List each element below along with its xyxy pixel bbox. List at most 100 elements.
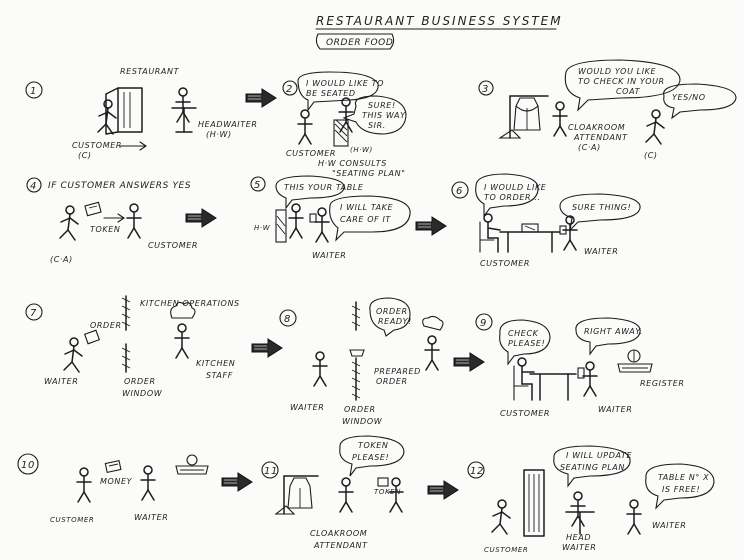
svg-text:THIS YOUR TABLE: THIS YOUR TABLE — [284, 183, 364, 192]
label-attendant-3: ATTENDANT — [573, 133, 628, 142]
step-number-11: 11 — [264, 466, 278, 477]
seated-customer-6 — [479, 213, 501, 253]
restaurant-door-12 — [523, 469, 545, 537]
label-ca-3: (C·A) — [578, 143, 601, 152]
panel-10: 10 MONEY CUSTOMER WAITER — [17, 453, 253, 524]
svg-text:PLEASE!: PLEASE! — [508, 339, 545, 348]
token-card — [84, 201, 102, 217]
label-cloakroom-3: CLOAKROOM — [568, 123, 625, 132]
speech-bubble-3b: YES/NO — [663, 83, 737, 120]
label-headwaiter: HEADWAITER — [198, 120, 258, 129]
step-number-10: 10 — [21, 460, 35, 471]
heading-step-4: IF CUSTOMER ANSWERS YES — [48, 181, 191, 191]
svg-text:ORDER: ORDER — [376, 307, 408, 316]
speech-bubble-3a: WOULD YOU LIKE TO CHECK IN YOUR COAT — [564, 59, 681, 112]
label-c-3: (C) — [644, 151, 658, 160]
svg-text:I WOULD LIKE: I WOULD LIKE — [484, 183, 547, 192]
panel-5: 5 H·W CONSULTS "SEATING PLAN" THIS YOUR … — [250, 159, 447, 260]
panel-11: 11 TOKEN PLEASE! TOKEN CLOAKROOM ATTENDA… — [261, 435, 459, 550]
svg-text:BE SEATED: BE SEATED — [306, 89, 356, 98]
label-customer-12: CUSTOMER — [484, 546, 528, 554]
label-c-1: (C) — [78, 151, 92, 160]
headwaiter-at-podium — [333, 97, 354, 147]
label-customer-2: CUSTOMER — [286, 149, 336, 158]
flow-arrow-8 — [453, 352, 485, 372]
speech-bubble-8: ORDER READY! — [369, 297, 412, 337]
speech-bubble-5b: I WILL TAKE CARE OF IT — [329, 195, 411, 242]
svg-text:THIS WAY: THIS WAY — [362, 111, 406, 120]
speech-bubble-9b: RIGHT AWAY. — [575, 317, 642, 356]
money-notes — [104, 459, 122, 473]
label-hw: (H·W) — [206, 130, 232, 139]
subtitle-box: ORDER FOOD — [315, 33, 395, 50]
label-prepared: PREPARED — [374, 367, 421, 376]
panel-2: 2 I WOULD LIKE TO BE SEATED SURE! THIS W… — [282, 71, 407, 158]
svg-text:SEATING PLAN: SEATING PLAN — [560, 463, 625, 472]
label-customer-9: CUSTOMER — [500, 409, 550, 418]
customer-figure-3 — [645, 109, 665, 145]
speech-bubble-12b: TABLE N° X IS FREE! — [645, 463, 715, 510]
waiter-figure-12 — [626, 499, 642, 535]
svg-text:CHECK: CHECK — [508, 329, 539, 338]
step-number-5: 5 — [254, 180, 261, 191]
svg-text:TOKEN: TOKEN — [358, 441, 388, 450]
label-window-8: WINDOW — [342, 417, 383, 426]
svg-text:SURE THING!: SURE THING! — [572, 203, 631, 212]
svg-text:I WILL TAKE: I WILL TAKE — [340, 203, 393, 212]
panel-9: 9 CHECK PLEASE! RIGHT AWAY. — [475, 313, 684, 418]
svg-text:YES/NO: YES/NO — [672, 93, 706, 102]
dining-table-9 — [529, 373, 577, 401]
panel-6: 6 I WOULD LIKE TO ORDER... SURE THING! — [451, 173, 641, 268]
step-number-8: 8 — [284, 314, 291, 325]
speech-bubble-9a: CHECK PLEASE! — [499, 319, 551, 366]
diagram-title: RESTAURANT BUSINESS SYSTEM — [316, 14, 563, 28]
speech-bubble-2b: SURE! THIS WAY SIR. — [342, 95, 407, 135]
label-customer-10: CUSTOMER — [50, 516, 94, 524]
speech-bubble-2a: I WOULD LIKE TO BE SEATED — [297, 71, 383, 112]
waiter-figure-7 — [63, 337, 83, 373]
register-icon-10 — [175, 454, 209, 475]
step-number-1: 1 — [30, 86, 37, 97]
flow-arrow-11 — [427, 480, 459, 500]
label-customer-6: CUSTOMER — [480, 259, 530, 268]
speech-bubble-12a: I WILL UPDATE SEATING PLAN — [553, 445, 632, 488]
label-waiter-12: WAITER — [652, 521, 686, 530]
label-customer-4: CUSTOMER — [148, 241, 198, 250]
speech-bubble-11: TOKEN PLEASE! — [339, 435, 405, 477]
label-order-8: ORDER — [344, 405, 376, 414]
step-number-6: 6 — [456, 186, 463, 197]
customer-figure-10 — [76, 467, 92, 503]
label-token-4: TOKEN — [90, 225, 120, 234]
flow-arrow-10 — [221, 472, 253, 492]
waiter-figure-8 — [312, 351, 328, 387]
svg-text:TO ORDER...: TO ORDER... — [484, 193, 541, 202]
label-hw-2: (H·W) — [350, 146, 373, 154]
customer-figure-12 — [491, 499, 511, 535]
label-token-11: TOKEN — [374, 488, 401, 496]
step-number-7: 7 — [30, 308, 37, 319]
step-number-12: 12 — [470, 466, 484, 477]
waiter-figure-9 — [582, 361, 598, 397]
seated-customer-9 — [513, 357, 535, 401]
label-order-7: ORDER — [90, 321, 122, 330]
svg-text:COAT: COAT — [616, 87, 641, 96]
register-icon — [617, 349, 653, 373]
svg-text:I WILL UPDATE: I WILL UPDATE — [566, 451, 632, 460]
svg-text:READY!: READY! — [378, 317, 412, 326]
flow-arrow-1 — [245, 88, 277, 108]
speech-bubble-6b: SURE THING! — [559, 193, 641, 232]
panel-7: 7 KITCHEN OPERATIONS ORDER WAITER ORDER … — [25, 295, 283, 398]
step-number-9: 9 — [480, 318, 487, 329]
panel-3: 3 WOULD YOU LIKE TO CHECK IN YOUR COAT Y… — [478, 59, 737, 160]
note-hw-consults: H·W CONSULTS — [318, 159, 387, 168]
head-waiter-podium-12 — [565, 491, 595, 535]
flow-arrow-5 — [415, 216, 447, 236]
svg-text:TO CHECK IN YOUR: TO CHECK IN YOUR — [578, 77, 665, 86]
svg-text:SURE!: SURE! — [368, 101, 396, 110]
label-waiter-9: WAITER — [598, 405, 632, 414]
diagram-subtitle: ORDER FOOD — [326, 38, 393, 48]
label-prepared-order: ORDER — [376, 377, 408, 386]
waiter-figure-6 — [562, 215, 578, 251]
